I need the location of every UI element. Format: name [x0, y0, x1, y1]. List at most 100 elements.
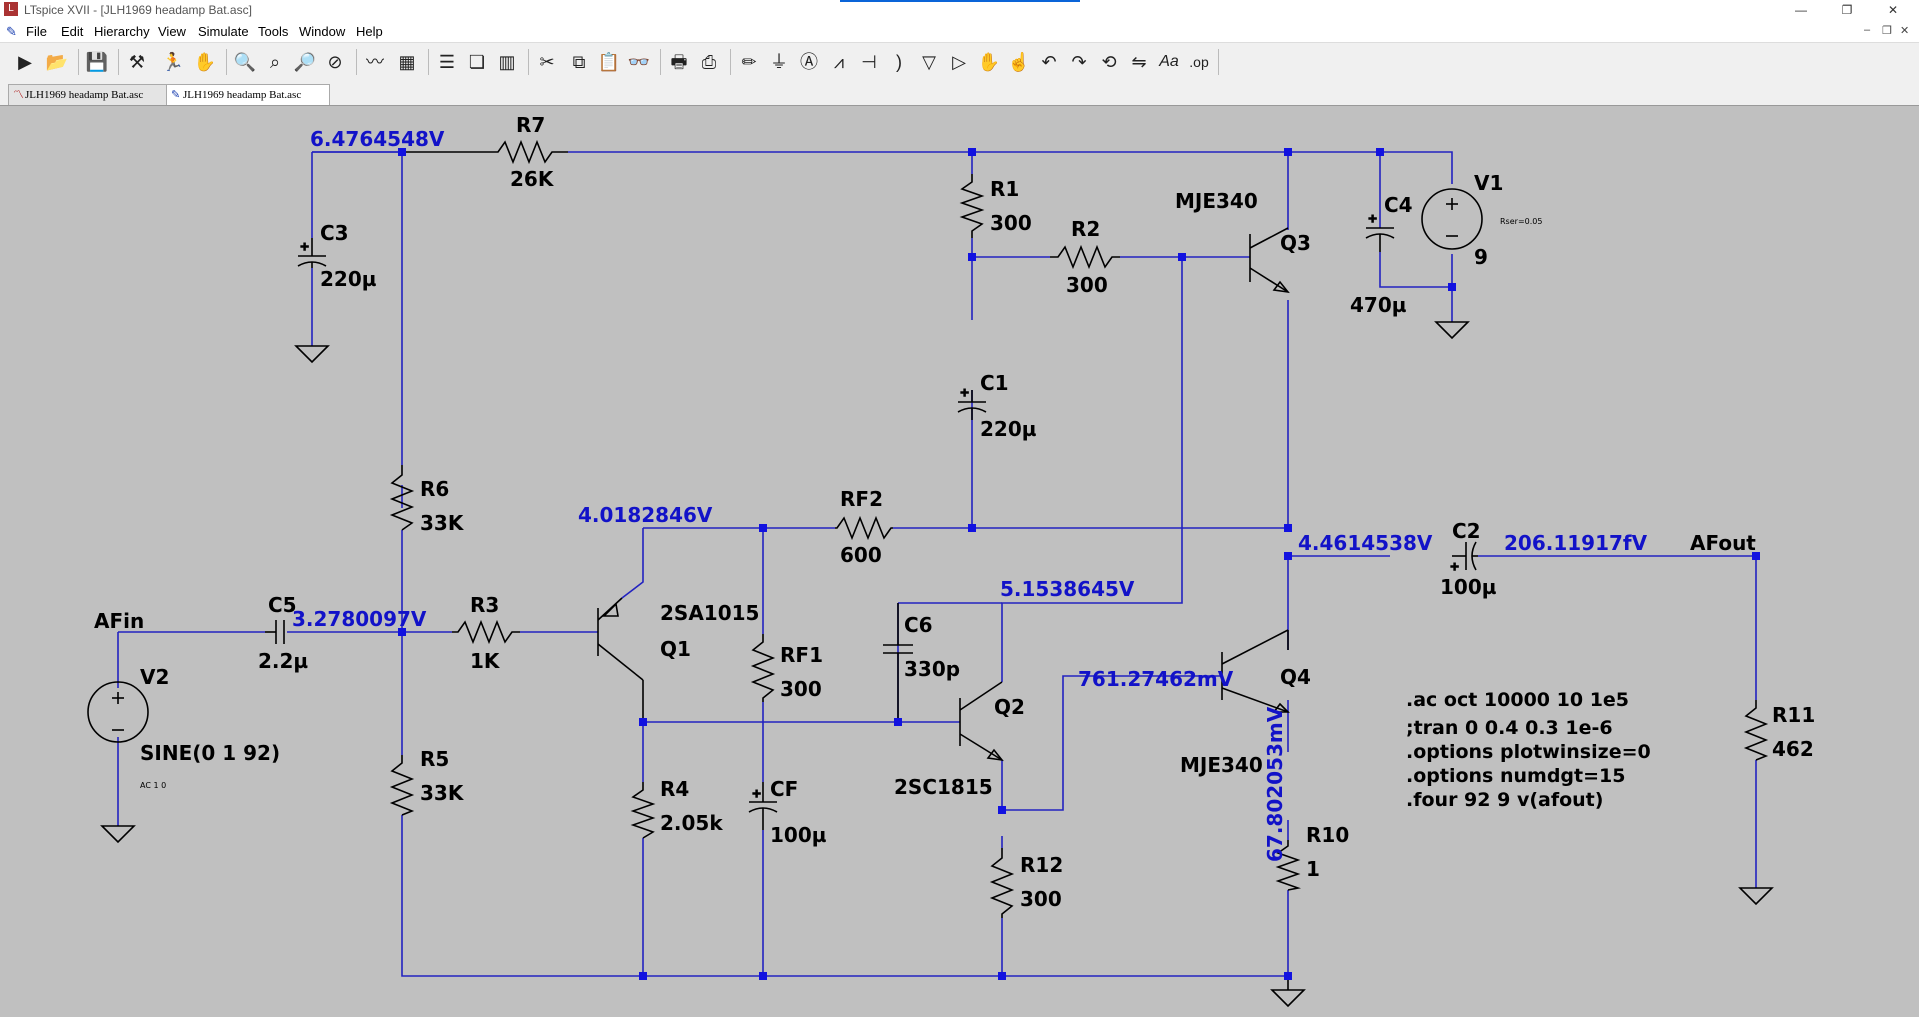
node-voltages: 6.4764548V 3.2780097V 4.0182846V 4.46145…	[292, 127, 1648, 862]
print-preview-icon[interactable]: ⎙	[701, 52, 717, 72]
tab-bar: 〽JLH1969 headamp Bat.asc ✎JLH1969 headam…	[0, 81, 1919, 106]
hammer-icon[interactable]: ⚒	[128, 52, 146, 72]
zoom-in-icon[interactable]: 🔍	[233, 52, 257, 72]
c3-value: 220µ	[320, 267, 377, 291]
copy-icon[interactable]: ⧉	[572, 52, 586, 72]
label-icon[interactable]: Ⓐ	[800, 52, 818, 72]
v1-value: 9	[1474, 245, 1488, 269]
r3-value: 1K	[470, 649, 501, 673]
menu-view[interactable]: View	[158, 24, 186, 39]
title-accent	[840, 0, 1080, 2]
tab-waveform[interactable]: 〽JLH1969 headamp Bat.asc	[8, 84, 172, 105]
voltage-sources	[87, 188, 1483, 743]
toolbar-separator	[730, 49, 731, 75]
mdi-minimize-icon[interactable]: –	[1864, 24, 1871, 36]
zoom-out-icon[interactable]: 🔎	[293, 52, 317, 72]
menu-window[interactable]: Window	[299, 24, 346, 39]
toolbar-separator	[78, 49, 79, 75]
component-icon[interactable]: ▷	[952, 52, 966, 72]
menu-simulate[interactable]: Simulate	[198, 24, 249, 39]
q4-model: MJE340	[1180, 753, 1263, 777]
q3-model: MJE340	[1175, 189, 1258, 213]
r4-value: 2.05k	[660, 811, 723, 835]
q2-name: Q2	[994, 695, 1025, 719]
menu-hierarchy[interactable]: Hierarchy	[94, 24, 150, 39]
move-icon[interactable]: ✋	[977, 52, 1001, 72]
menu-file[interactable]: File	[26, 24, 47, 39]
toolbar-separator	[226, 49, 227, 75]
text-icon[interactable]: Aa	[1159, 53, 1179, 70]
r12-value: 300	[1020, 887, 1062, 911]
mdi-restore-icon[interactable]: ❐	[1882, 25, 1892, 37]
open-icon[interactable]: 📂	[45, 52, 69, 72]
diode-icon[interactable]: ▽	[922, 52, 936, 72]
toolbar: ▶ 📂 💾 ⚒ 🏃 ✋ 🔍 ⌕ 🔎 ⊘ 〰 ▦ ☰ ❏ ▥ ✂ ⧉ 📋 👓 🖶 …	[0, 42, 1919, 82]
afout-label: AFout	[1690, 531, 1756, 555]
q1-name: Q1	[660, 637, 691, 661]
tab-label: JLH1969 headamp Bat.asc	[25, 89, 144, 101]
mdi-child-icon[interactable]: ✎	[6, 24, 17, 39]
q1-model: 2SA1015	[660, 601, 759, 625]
zoom-area-icon[interactable]: ⌕	[269, 52, 281, 72]
menu-tools[interactable]: Tools	[258, 24, 289, 39]
save-icon[interactable]: 💾	[85, 52, 109, 72]
v2-name: V2	[140, 665, 169, 689]
c3-name: C3	[320, 221, 349, 245]
c6-name: C6	[904, 613, 933, 637]
schematic-drawing[interactable]: + + + + +	[0, 106, 1919, 1017]
directive-line: ;tran 0 0.4 0.3 1e-6	[1406, 717, 1613, 739]
cf-value: 100µ	[770, 823, 827, 847]
voltage-top: 6.4764548V	[310, 127, 445, 151]
c5-name: C5	[268, 593, 297, 617]
c4-value: 470µ	[1350, 293, 1407, 317]
pencil-icon[interactable]: ✏	[741, 52, 757, 72]
svg-text:+: +	[300, 240, 309, 253]
voltage-emit-q1: 4.0182846V	[578, 503, 713, 527]
run-icon[interactable]: ▶	[18, 52, 32, 72]
v2-value: SINE(0 1 92)	[140, 741, 280, 765]
tab-schematic[interactable]: ✎JLH1969 headamp Bat.asc	[166, 84, 330, 105]
close-button[interactable]: ✕	[1887, 3, 1899, 17]
zoom-cancel-icon[interactable]: ⊘	[327, 52, 343, 72]
svg-text:+: +	[960, 386, 969, 399]
redo-icon[interactable]: ↷	[1071, 52, 1087, 72]
schematic-canvas[interactable]: + + + + +	[0, 106, 1919, 1017]
rf2-name: RF2	[840, 487, 883, 511]
cut-icon[interactable]: ✂	[539, 52, 555, 72]
hand-icon[interactable]: ✋	[193, 52, 217, 72]
inductor-icon[interactable]: )	[896, 52, 902, 72]
resistor-icon[interactable]: ⩘	[833, 52, 845, 72]
netlist-icon[interactable]: ▦	[398, 52, 416, 72]
c1-name: C1	[980, 371, 1009, 395]
tile-horizontal-icon[interactable]: ☰	[438, 52, 456, 72]
voltage-q4b: 761.27462mV	[1078, 667, 1234, 691]
mirror-icon[interactable]: ⇋	[1131, 52, 1147, 72]
afin-label: AFin	[94, 609, 144, 633]
menu-help[interactable]: Help	[356, 24, 383, 39]
restore-button[interactable]: ❐	[1841, 3, 1853, 17]
minimize-button[interactable]: —	[1795, 3, 1807, 17]
spice-directive-icon[interactable]: .op	[1189, 54, 1209, 70]
c5-value: 2.2µ	[258, 649, 308, 673]
paste-icon[interactable]: 📋	[597, 52, 621, 72]
print-icon[interactable]: 🖶	[670, 52, 688, 72]
drag-icon[interactable]: ☝	[1007, 52, 1031, 72]
svg-text:+: +	[752, 787, 761, 800]
capacitor-icon[interactable]: ⊣	[861, 52, 877, 72]
ground-icon[interactable]: ⏚	[770, 52, 788, 72]
tile-vertical-icon[interactable]: ▥	[498, 52, 516, 72]
find-icon[interactable]: 👓	[627, 52, 651, 72]
mdi-close-icon[interactable]: ✕	[1900, 25, 1910, 37]
r3-name: R3	[470, 593, 499, 617]
transistor-symbols	[597, 227, 1290, 762]
r10-name: R10	[1306, 823, 1349, 847]
menu-edit[interactable]: Edit	[61, 24, 84, 39]
undo-icon[interactable]: ↶	[1041, 52, 1057, 72]
waveform-icon[interactable]: 〰	[366, 52, 384, 72]
rotate-icon[interactable]: ⟲	[1101, 52, 1117, 72]
run-man-icon[interactable]: 🏃	[161, 52, 185, 72]
r5-name: R5	[420, 747, 449, 771]
toolbar-separator	[428, 49, 429, 75]
cascade-icon[interactable]: ❏	[468, 52, 486, 72]
r1-name: R1	[990, 177, 1019, 201]
